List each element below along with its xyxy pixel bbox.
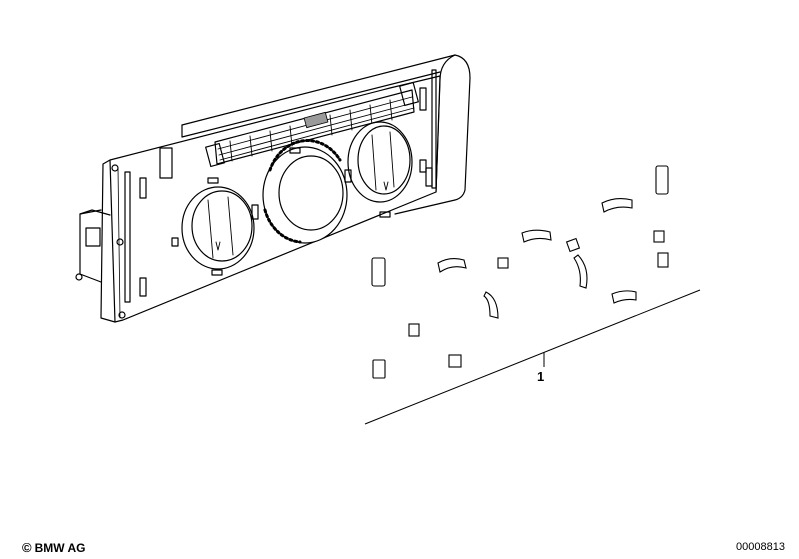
control-panel-assembly [75,54,471,323]
cap-3 [497,257,509,269]
copyright-icon: © [22,540,32,555]
cap-1 [371,257,386,287]
cap-11 [611,290,637,304]
cap-6 [573,254,588,289]
cap-13 [408,323,420,337]
diagram-id: 00008813 [736,541,785,553]
cap-4 [521,229,552,243]
cap-14 [372,359,386,379]
leader-lines [364,289,701,425]
cap-5 [565,237,581,253]
cap-2 [437,257,467,273]
cap-8 [655,165,669,195]
copyright-notice: ©BMW AG [22,540,85,555]
loose-knob-caps [371,165,669,379]
part-number-label: 1 [537,369,545,384]
copyright-text: BMW AG [34,541,86,555]
cap-9 [653,230,665,243]
cap-10 [657,252,669,268]
cap-7 [601,197,633,213]
cap-12 [483,291,499,319]
cap-15 [448,354,462,368]
